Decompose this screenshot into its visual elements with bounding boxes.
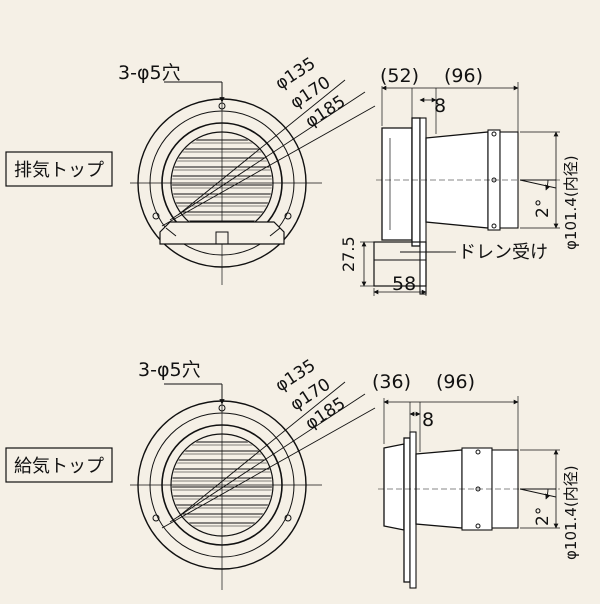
exhaust-drain-outlet	[215, 231, 229, 245]
exhaust-front-view	[130, 79, 376, 285]
exhaust-dim-58: 58	[392, 273, 416, 295]
intake-side-cap	[383, 443, 405, 531]
intake-screw-hole	[284, 514, 292, 522]
exhaust-flange-ring	[149, 110, 295, 256]
exhaust-side-cap	[381, 127, 413, 241]
exhaust-label: 排気トップ	[14, 160, 104, 181]
exhaust-label-box	[5, 151, 113, 187]
intake-front-view	[130, 381, 376, 590]
intake-dia170-leader	[169, 393, 366, 523]
exhaust-hole-callout: 3-φ5穴	[118, 62, 181, 84]
exhaust-dia185-leader	[161, 105, 376, 227]
intake-dia135-leader	[177, 381, 346, 518]
exhaust-wall-plate	[411, 117, 421, 247]
intake-dim-8: 8	[422, 409, 434, 431]
intake-grille-rim	[161, 424, 283, 546]
intake-wall-plate-back	[409, 431, 417, 589]
intake-screw-hole	[152, 514, 160, 522]
intake-inner-dia-label: φ101.4(内径)	[562, 465, 580, 560]
exhaust-drain-label: ドレン受け	[458, 242, 548, 263]
exhaust-dim-275: 27.5	[339, 236, 358, 272]
exhaust-pipe-end	[499, 131, 519, 229]
exhaust-inner-dia-label: φ101.4(内径)	[562, 155, 580, 250]
exhaust-flange-dim: (52)	[380, 65, 419, 87]
intake-screw-hole	[218, 404, 226, 412]
exhaust-dim-8: 8	[434, 95, 446, 117]
intake-hole-callout: 3-φ5穴	[138, 359, 201, 381]
intake-grille-edge	[170, 433, 274, 537]
exhaust-louver-slats	[172, 139, 272, 225]
exhaust-side-view	[360, 82, 560, 296]
intake-louver-slats	[172, 441, 272, 527]
exhaust-drain-tray-side	[373, 241, 427, 287]
exhaust-drain-tray	[159, 221, 285, 245]
exhaust-screw-hole	[152, 212, 160, 220]
intake-label: 給気トップ	[14, 456, 104, 477]
intake-wall-plate	[403, 437, 411, 583]
intake-side-view	[378, 396, 560, 589]
intake-flange-dim: (36)	[372, 371, 411, 393]
exhaust-body-dim: (96)	[444, 65, 483, 87]
intake-flange-ring	[149, 412, 295, 558]
exhaust-dia170-leader	[169, 91, 366, 221]
exhaust-screw-hole	[284, 212, 292, 220]
exhaust-dia135-leader	[177, 79, 346, 216]
exhaust-screw-hole	[218, 102, 226, 110]
exhaust-wall-plate-back	[419, 117, 427, 295]
intake-dia185-leader	[161, 407, 376, 529]
exhaust-angle-label: 2°	[533, 199, 553, 218]
intake-label-box	[5, 447, 113, 483]
intake-body-dim: (96)	[436, 371, 475, 393]
intake-angle-label: 2°	[533, 507, 553, 526]
